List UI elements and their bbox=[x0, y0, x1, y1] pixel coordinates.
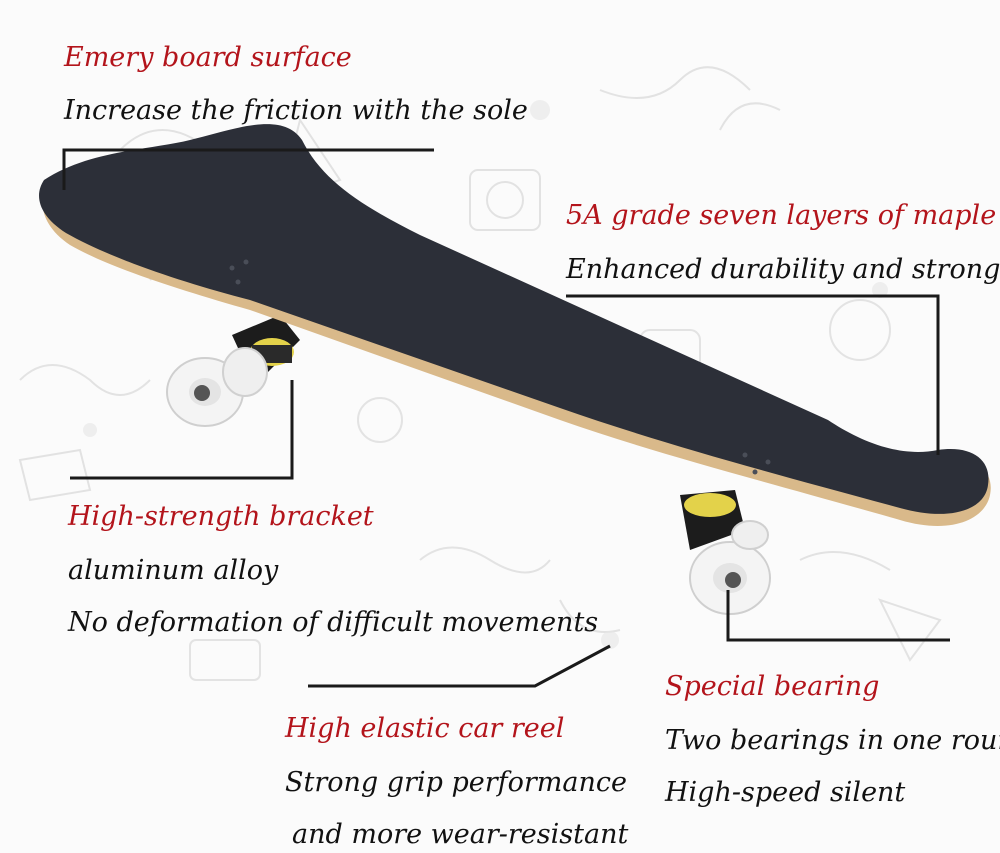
grip-tape bbox=[39, 124, 989, 514]
bracket-title: High-strength bracket bbox=[68, 501, 374, 532]
rear-wheel bbox=[166, 347, 268, 427]
bearing-title: Special bearing bbox=[665, 671, 880, 702]
maple-description: Enhanced durability and stronger bbox=[566, 254, 1000, 285]
reel-title: High elastic car reel bbox=[285, 713, 565, 744]
maple-title: 5A grade seven layers of maple bbox=[566, 200, 997, 231]
bearing-description-2: High-speed silent bbox=[665, 777, 906, 808]
reel-description-2: and more wear-resistant bbox=[292, 819, 629, 850]
front-truck bbox=[680, 490, 745, 550]
bracket-material: aluminum alloy bbox=[68, 555, 279, 586]
callout-lines bbox=[62, 148, 950, 688]
surface-description: Increase the friction with the sole bbox=[64, 95, 528, 126]
deck-bolts bbox=[229, 259, 771, 475]
bracket-description: No deformation of difficult movements bbox=[68, 607, 599, 638]
front-wheel bbox=[689, 520, 771, 615]
surface-title: Emery board surface bbox=[64, 42, 352, 73]
reel-description-1: Strong grip performance bbox=[285, 767, 627, 798]
bearing-description-1: Two bearings in one round bbox=[665, 725, 1000, 756]
